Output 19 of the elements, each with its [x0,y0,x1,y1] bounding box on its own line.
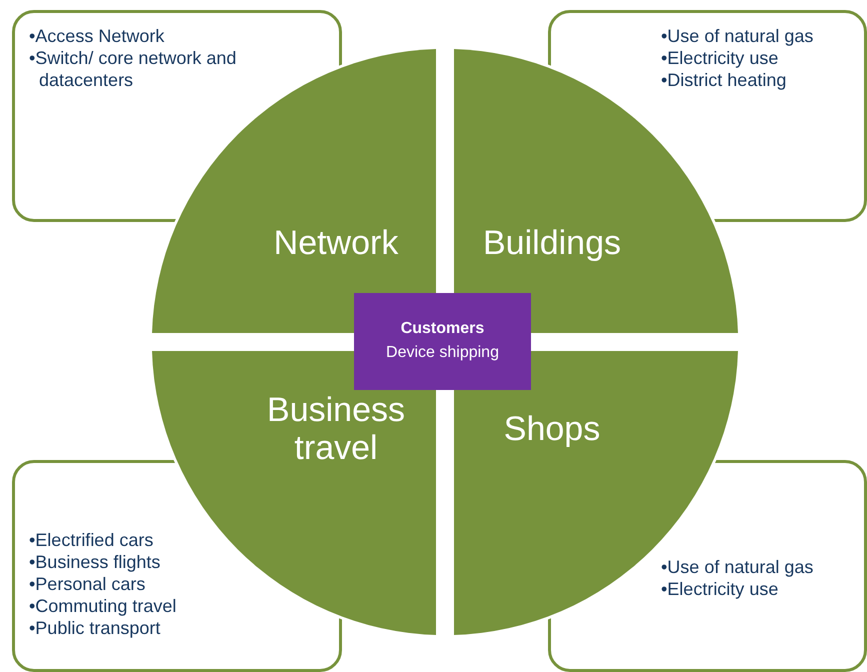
center-heading: Customers [400,319,486,339]
bullet-item: •District heating [661,69,788,91]
quadrant-label: Buildings [482,224,622,262]
bullet-item: •Electricity use [661,47,780,69]
center-text: Device shipping [385,343,500,363]
bullet-item: •Use of natural gas [661,556,814,578]
bullet-item: •Business flights [29,551,162,573]
bullet-item: •Switch/ core network and datacenters [29,47,238,91]
bullet-item: •Use of natural gas [661,25,814,47]
quadrant-label: Business travel [266,391,406,467]
bullet-item: •Public transport [29,617,162,639]
quadrant-label: Shops [502,410,602,448]
center-box [354,293,531,390]
bullet-item: •Commuting travel [29,595,178,617]
bullet-item: •Personal cars [29,573,146,595]
bullet-item: •Electrified cars [29,529,154,551]
bullet-item: •Access Network [29,25,166,47]
bullet-item: •Electricity use [661,578,780,600]
quadrant-label: Network [272,224,400,262]
